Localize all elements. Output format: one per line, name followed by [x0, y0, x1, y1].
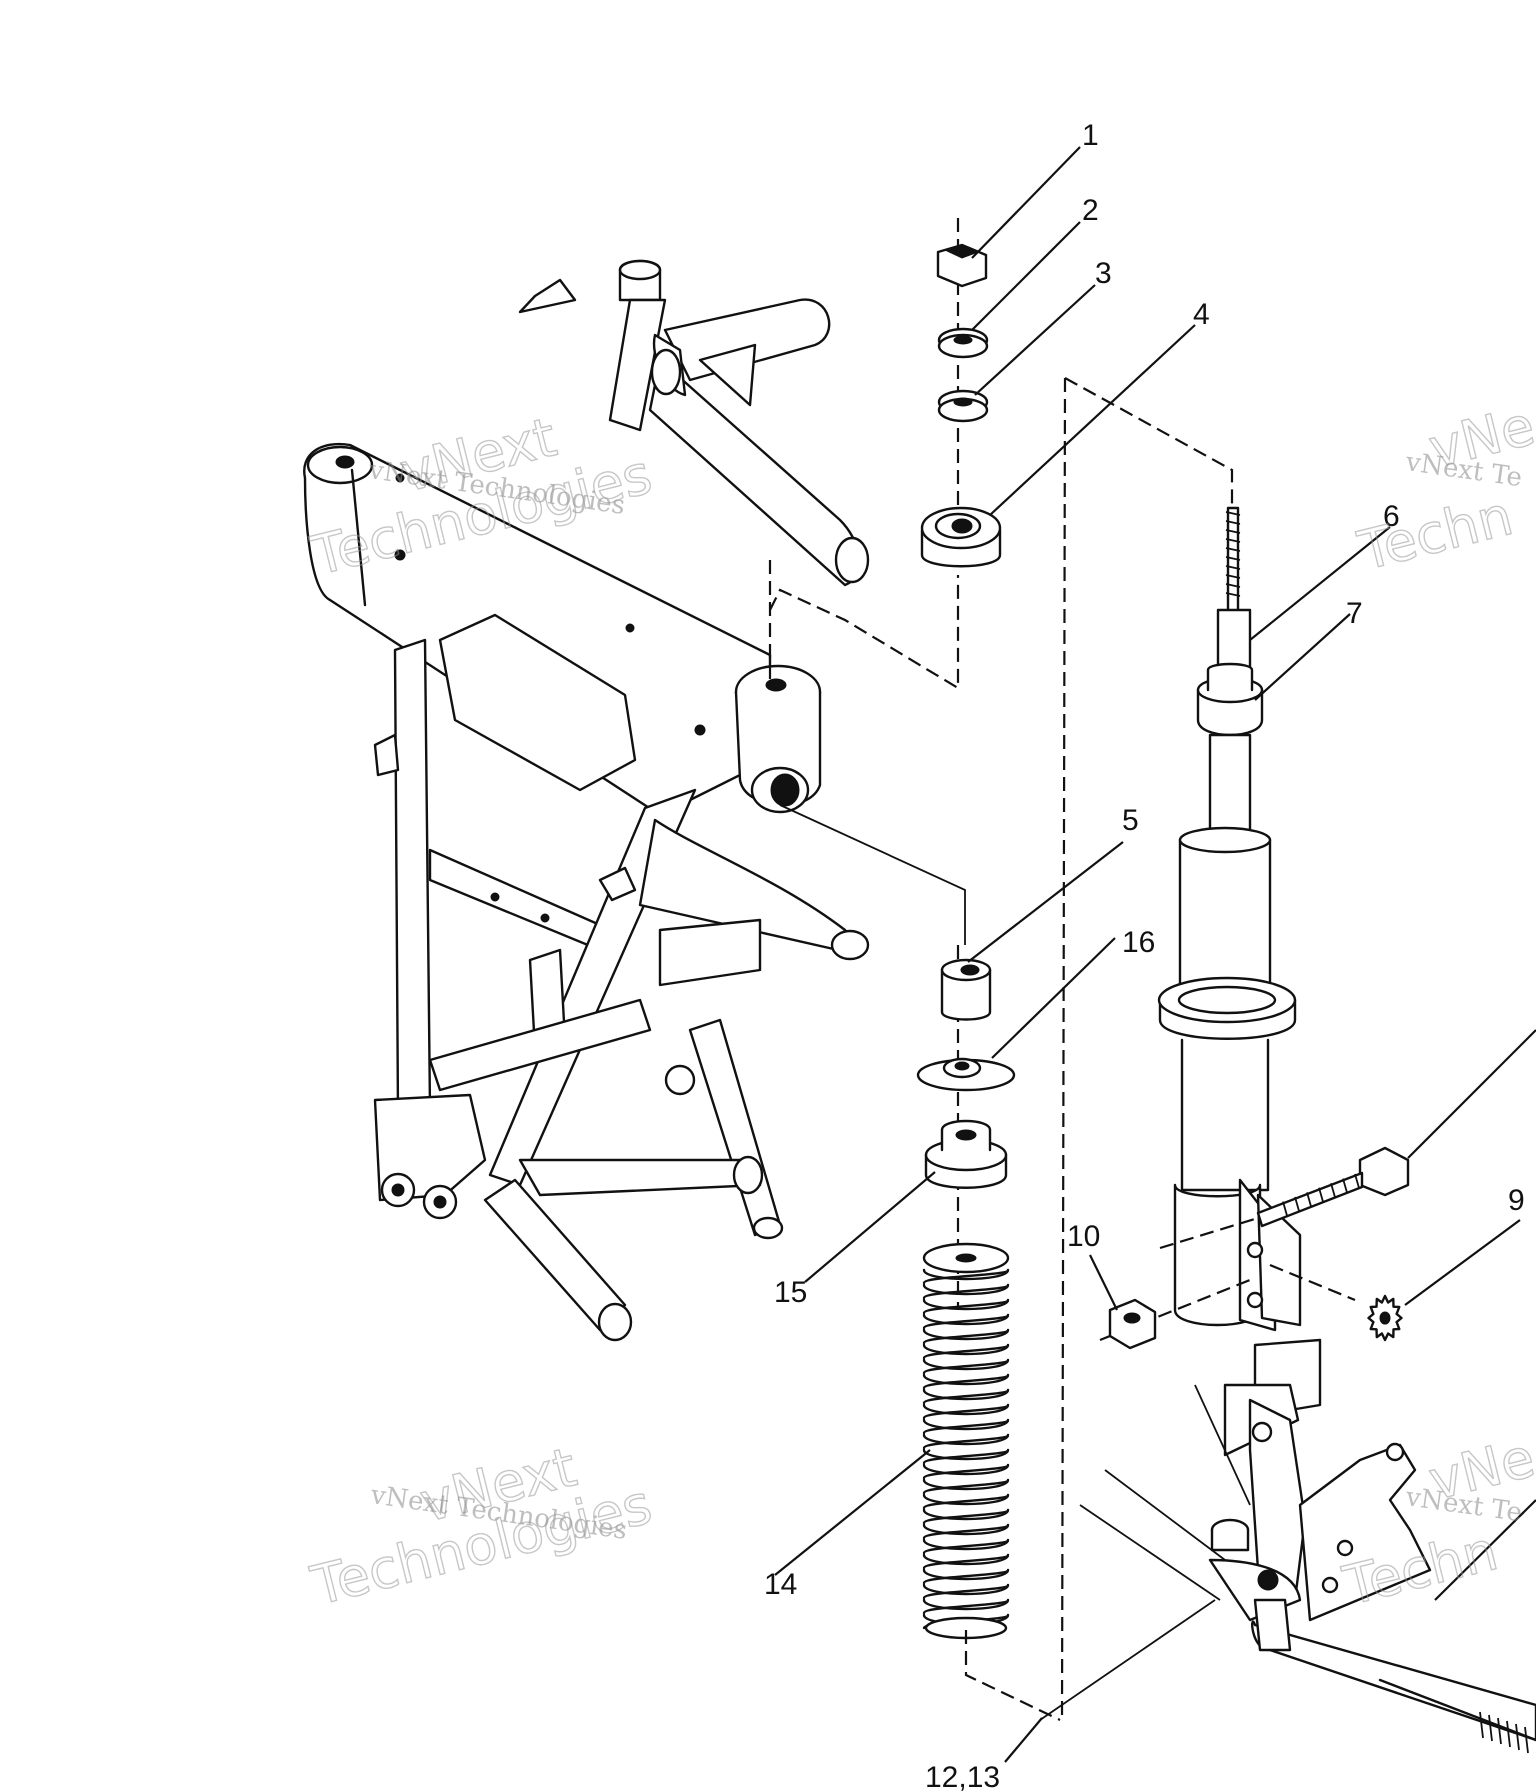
washer-part-16: [916, 1057, 1016, 1092]
nut-part-10: [1108, 1298, 1157, 1350]
callout-2: 2: [1082, 194, 1099, 227]
callout-6: 6: [1383, 500, 1400, 533]
spring-lower-line: [964, 1630, 1061, 1721]
shock-absorber-assembly: [1039, 506, 1536, 1754]
frame-to-bushing-line: [768, 560, 960, 690]
shock-top-line: [1064, 377, 1234, 505]
spring-seat-part-15: [924, 1119, 1008, 1189]
star-washer-part-9: [1367, 1294, 1403, 1342]
watermark-tech-3: Techn: [1352, 484, 1519, 583]
callout-4: 4: [1193, 298, 1210, 331]
bushing-part-4: [920, 506, 1002, 568]
callout-labels: 1 2 3 4 5 6 7 9 10 12,13 14 15 16: [764, 119, 1525, 1792]
bushing-part-5: [940, 958, 992, 1021]
washer-part-2: [937, 327, 989, 359]
callout-leaders: [774, 146, 1536, 1763]
coil-spring-part-14: [922, 1242, 1010, 1640]
callout-9: 9: [1508, 1184, 1525, 1217]
callout-10: 10: [1067, 1220, 1100, 1253]
frame-assembly: [303, 259, 870, 1342]
washer-part-3: [937, 389, 989, 423]
bolt-part-8: [1256, 1146, 1410, 1228]
callout-5: 5: [1122, 804, 1139, 837]
star-washer-axis-line: [1269, 1263, 1356, 1302]
callout-7: 7: [1346, 597, 1363, 630]
frame-to-bushing-5-line: [779, 804, 966, 945]
callout-12-13: 12,13: [925, 1761, 1000, 1792]
callout-3: 3: [1095, 257, 1112, 290]
reference-axis-line: [1060, 377, 1067, 1721]
callout-16: 16: [1122, 926, 1155, 959]
callout-15: 15: [774, 1276, 807, 1309]
callout-1: 1: [1082, 119, 1099, 152]
bolt-axis-line: [1159, 1216, 1259, 1250]
callout-14: 14: [764, 1568, 797, 1601]
